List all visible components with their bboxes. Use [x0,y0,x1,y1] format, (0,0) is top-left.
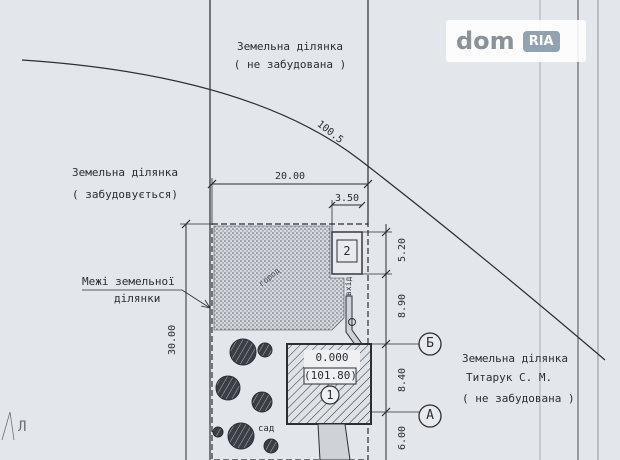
plot-left-line2: ( забудовується) [72,188,178,201]
marker-1-circle [320,385,340,405]
boundary-label-line1: Межі земельної [82,275,175,288]
plot-top-line2: ( не забудована ) [233,58,347,71]
dim-seg-2: 8.90 [397,293,408,318]
dim-seg-3: 8.40 [397,367,408,392]
absolute-level-box [303,367,357,385]
axis-b-circle [418,332,442,356]
tree-4 [251,391,273,413]
garden-label: сад [258,424,275,434]
dim-tick [381,227,391,237]
tree-1 [229,338,257,366]
marker-2: 2 [343,244,351,258]
tree-5 [227,422,255,450]
boundary-leader-arrow [204,299,211,309]
left-edge-stroke [1,411,15,441]
plot-right-line1: Земельна ділянка [462,352,568,365]
dim-length-total: 30.00 [167,324,178,355]
boundary-label-line2: ділянки [114,292,161,305]
boundary-leader [181,289,211,309]
entrance-label: вхід [344,276,353,296]
dim-width-small: 3.50 [334,193,360,204]
watermark-badge: RIA [522,30,560,52]
entrance-circle [348,318,356,326]
dim-width-total: 20.00 [274,171,306,182]
elevation-zero: 0.000 [315,351,349,364]
dim-tick [358,201,366,209]
dim-tick [363,179,373,189]
axis-a-circle [418,404,442,428]
porch [317,423,351,460]
marker-2-box [336,239,358,263]
tree-group [212,338,279,454]
plot-right-line2: Титарук С. М. [466,371,553,384]
plot-left-line1: Земельна ділянка [72,166,178,179]
dotted-garden-area [213,225,345,331]
dim-tick [181,219,191,229]
dim-seg-1: 5.20 [397,237,408,262]
boundary-leader-arrow [200,305,211,309]
dim-tick [328,201,336,209]
watermark-brand: dom [456,27,515,55]
elevation-absolute: (101.80) [304,369,357,382]
elevation-label-bg [304,350,360,370]
watermark-logo: dom RIA [446,20,586,62]
tree-3 [215,375,241,401]
dim-tick [381,339,391,349]
axis-b-label: Б [426,336,434,351]
dim-seg-4: 6.00 [397,425,408,450]
tree-2 [257,342,273,358]
plot-right-line3: ( не забудована ) [462,392,575,405]
tree-6 [263,438,279,454]
left-edge-mark: Л [18,419,27,435]
dim-tick [381,407,391,417]
axis-a-label: А [426,408,434,423]
marker-1: 1 [326,388,334,402]
dim-tick [381,269,391,279]
contour-line [21,59,606,361]
tree-7 [212,426,224,438]
plot-top-line1: Земельна ділянка [237,40,343,53]
dim-tick [207,179,217,189]
plot-boundary [211,223,369,460]
